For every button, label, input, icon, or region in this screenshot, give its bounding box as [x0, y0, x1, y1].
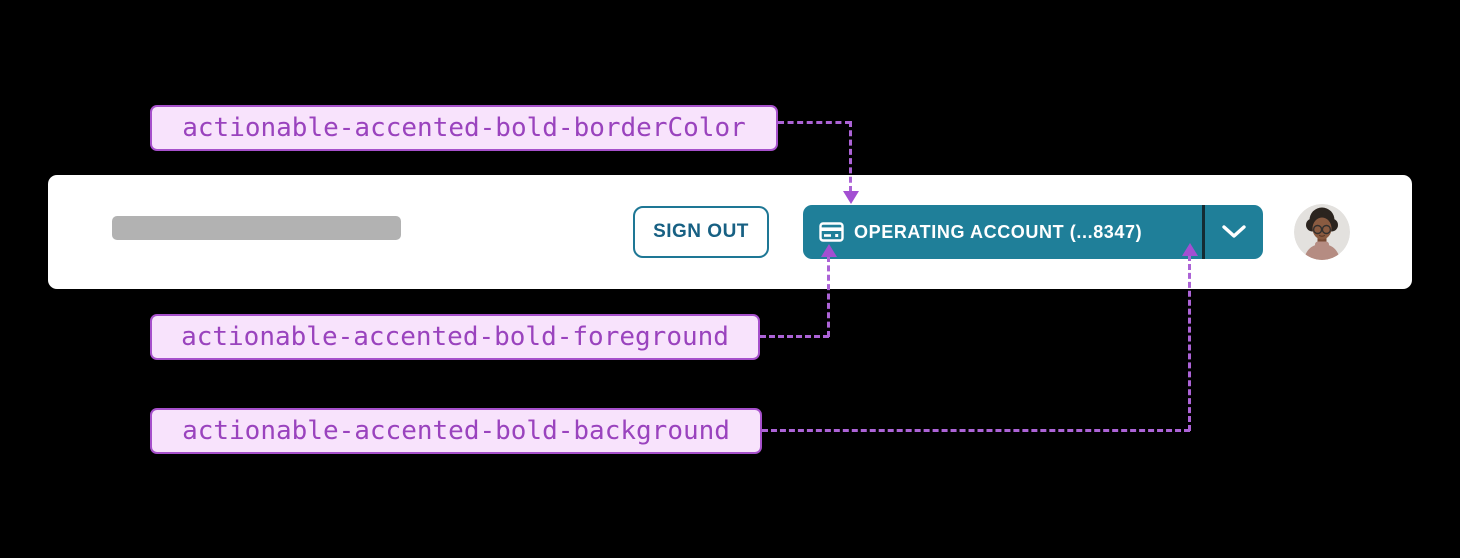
connector-foreground-horizontal — [760, 335, 829, 338]
account-switcher-main[interactable]: OPERATING ACCOUNT (...8347) — [803, 205, 1202, 259]
connector-bordercolor-vertical — [849, 121, 852, 192]
account-button-divider — [1202, 205, 1205, 259]
connector-background-horizontal — [762, 429, 1190, 432]
annotation-box-background: actionable-accented-bold-background — [150, 408, 762, 454]
connector-foreground-arrow-up-icon — [821, 244, 837, 257]
annotation-label-background: actionable-accented-bold-background — [182, 416, 730, 446]
annotation-box-foreground: actionable-accented-bold-foreground — [150, 314, 760, 360]
sign-out-button[interactable]: SIGN OUT — [633, 206, 769, 258]
account-switcher-label: OPERATING ACCOUNT (...8347) — [854, 221, 1143, 242]
credit-card-icon — [819, 222, 844, 242]
connector-bordercolor-arrow-down-icon — [843, 191, 859, 204]
account-switcher-button[interactable]: OPERATING ACCOUNT (...8347) — [803, 205, 1263, 259]
connector-bordercolor-horizontal — [778, 121, 851, 124]
annotation-box-bordercolor: actionable-accented-bold-borderColor — [150, 105, 778, 151]
header-bar: SIGN OUT OPERATING ACCOUNT (...8347) — [48, 175, 1412, 289]
sign-out-label: SIGN OUT — [653, 221, 749, 242]
account-dropdown-toggle[interactable] — [1205, 205, 1263, 259]
skeleton-placeholder-bar — [112, 216, 401, 240]
annotation-label-bordercolor: actionable-accented-bold-borderColor — [182, 113, 746, 143]
connector-background-arrow-up-icon — [1182, 243, 1198, 256]
connector-background-vertical — [1188, 255, 1191, 431]
user-avatar-photo[interactable] — [1294, 204, 1350, 260]
annotation-label-foreground: actionable-accented-bold-foreground — [181, 322, 729, 352]
connector-foreground-vertical — [827, 256, 830, 337]
chevron-down-icon — [1222, 225, 1246, 239]
